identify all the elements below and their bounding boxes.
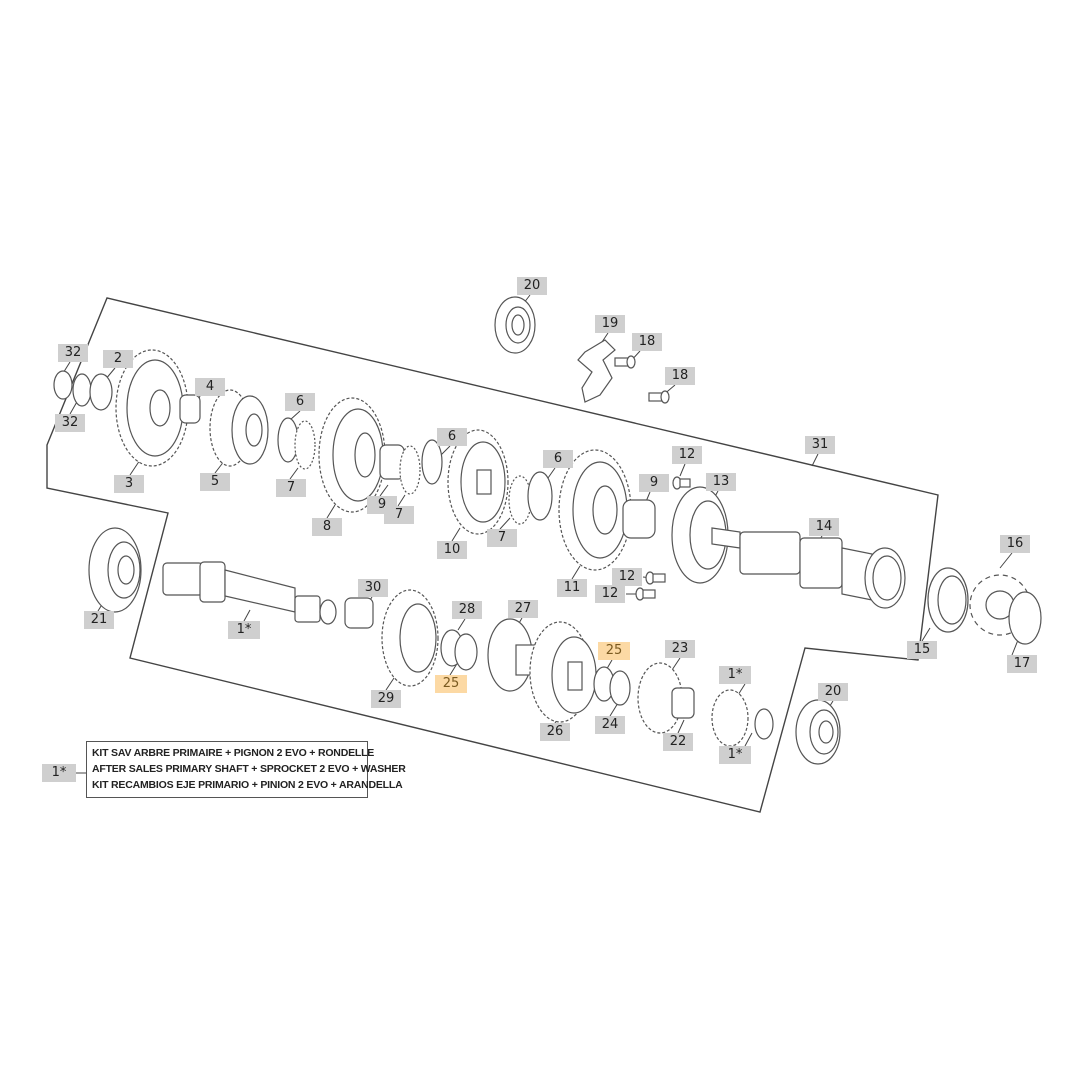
part-callout-7[interactable]: 7 bbox=[276, 479, 306, 497]
part-callout-12[interactable]: 12 bbox=[672, 446, 702, 464]
part-callout-28[interactable]: 28 bbox=[452, 601, 482, 619]
part-callout-9[interactable]: 9 bbox=[639, 474, 669, 492]
part-callout-1-star[interactable]: 1* bbox=[228, 621, 260, 639]
gear-3 bbox=[115, 349, 189, 467]
part-callout-27[interactable]: 27 bbox=[508, 600, 538, 618]
part-callout-6[interactable]: 6 bbox=[285, 393, 315, 411]
part-callout-8[interactable]: 8 bbox=[312, 518, 342, 536]
part-callout-1-star[interactable]: 1* bbox=[42, 764, 76, 782]
part-callout-10[interactable]: 10 bbox=[437, 541, 467, 559]
part-callout-15[interactable]: 15 bbox=[907, 641, 937, 659]
part-callout-24[interactable]: 24 bbox=[595, 716, 625, 734]
part-callout-6[interactable]: 6 bbox=[543, 450, 573, 468]
part-callout-29[interactable]: 29 bbox=[371, 690, 401, 708]
part-callout-23[interactable]: 23 bbox=[665, 640, 695, 658]
part-callout-12[interactable]: 12 bbox=[595, 585, 625, 603]
legend-line-en: AFTER SALES PRIMARY SHAFT + SPROCKET 2 E… bbox=[92, 763, 406, 775]
part-callout-1-star[interactable]: 1* bbox=[719, 666, 751, 684]
part-callout-32[interactable]: 32 bbox=[55, 414, 85, 432]
part-callout-11[interactable]: 11 bbox=[557, 579, 587, 597]
part-callout-18[interactable]: 18 bbox=[665, 367, 695, 385]
part-callout-30[interactable]: 30 bbox=[358, 579, 388, 597]
part-callout-16[interactable]: 16 bbox=[1000, 535, 1030, 553]
part-callout-13[interactable]: 13 bbox=[706, 473, 736, 491]
part-callout-6[interactable]: 6 bbox=[437, 428, 467, 446]
part-callout-20[interactable]: 20 bbox=[517, 277, 547, 295]
part-callout-7[interactable]: 7 bbox=[487, 529, 517, 547]
part-callout-14[interactable]: 14 bbox=[809, 518, 839, 536]
legend-line-es: KIT RECAMBIOS EJE PRIMARIO + PINION 2 EV… bbox=[92, 779, 403, 791]
part-callout-22[interactable]: 22 bbox=[663, 733, 693, 751]
part-callout-26[interactable]: 26 bbox=[540, 723, 570, 741]
part-callout-21[interactable]: 21 bbox=[84, 611, 114, 629]
part-callout-31[interactable]: 31 bbox=[805, 436, 835, 454]
part-callout-32[interactable]: 32 bbox=[58, 344, 88, 362]
part-callout-18[interactable]: 18 bbox=[632, 333, 662, 351]
part-callout-4[interactable]: 4 bbox=[195, 378, 225, 396]
part-callout-2[interactable]: 2 bbox=[103, 350, 133, 368]
bearing-20-top bbox=[494, 296, 536, 354]
legend-line-fr: KIT SAV ARBRE PRIMAIRE + PIGNON 2 EVO + … bbox=[92, 747, 375, 759]
part-callout-7[interactable]: 7 bbox=[384, 506, 414, 524]
part-callout-19[interactable]: 19 bbox=[595, 315, 625, 333]
part-callout-20[interactable]: 20 bbox=[818, 683, 848, 701]
kit-legend: KIT SAV ARBRE PRIMAIRE + PIGNON 2 EVO + … bbox=[86, 741, 406, 798]
part-callout-3[interactable]: 3 bbox=[114, 475, 144, 493]
part-callout-25[interactable]: 25 bbox=[598, 642, 630, 660]
part-callout-17[interactable]: 17 bbox=[1007, 655, 1037, 673]
assembly-outline bbox=[46, 297, 939, 813]
part-callout-12[interactable]: 12 bbox=[612, 568, 642, 586]
part-callout-1-star[interactable]: 1* bbox=[719, 746, 751, 764]
part-callout-25[interactable]: 25 bbox=[435, 675, 467, 693]
part-callout-5[interactable]: 5 bbox=[200, 473, 230, 491]
